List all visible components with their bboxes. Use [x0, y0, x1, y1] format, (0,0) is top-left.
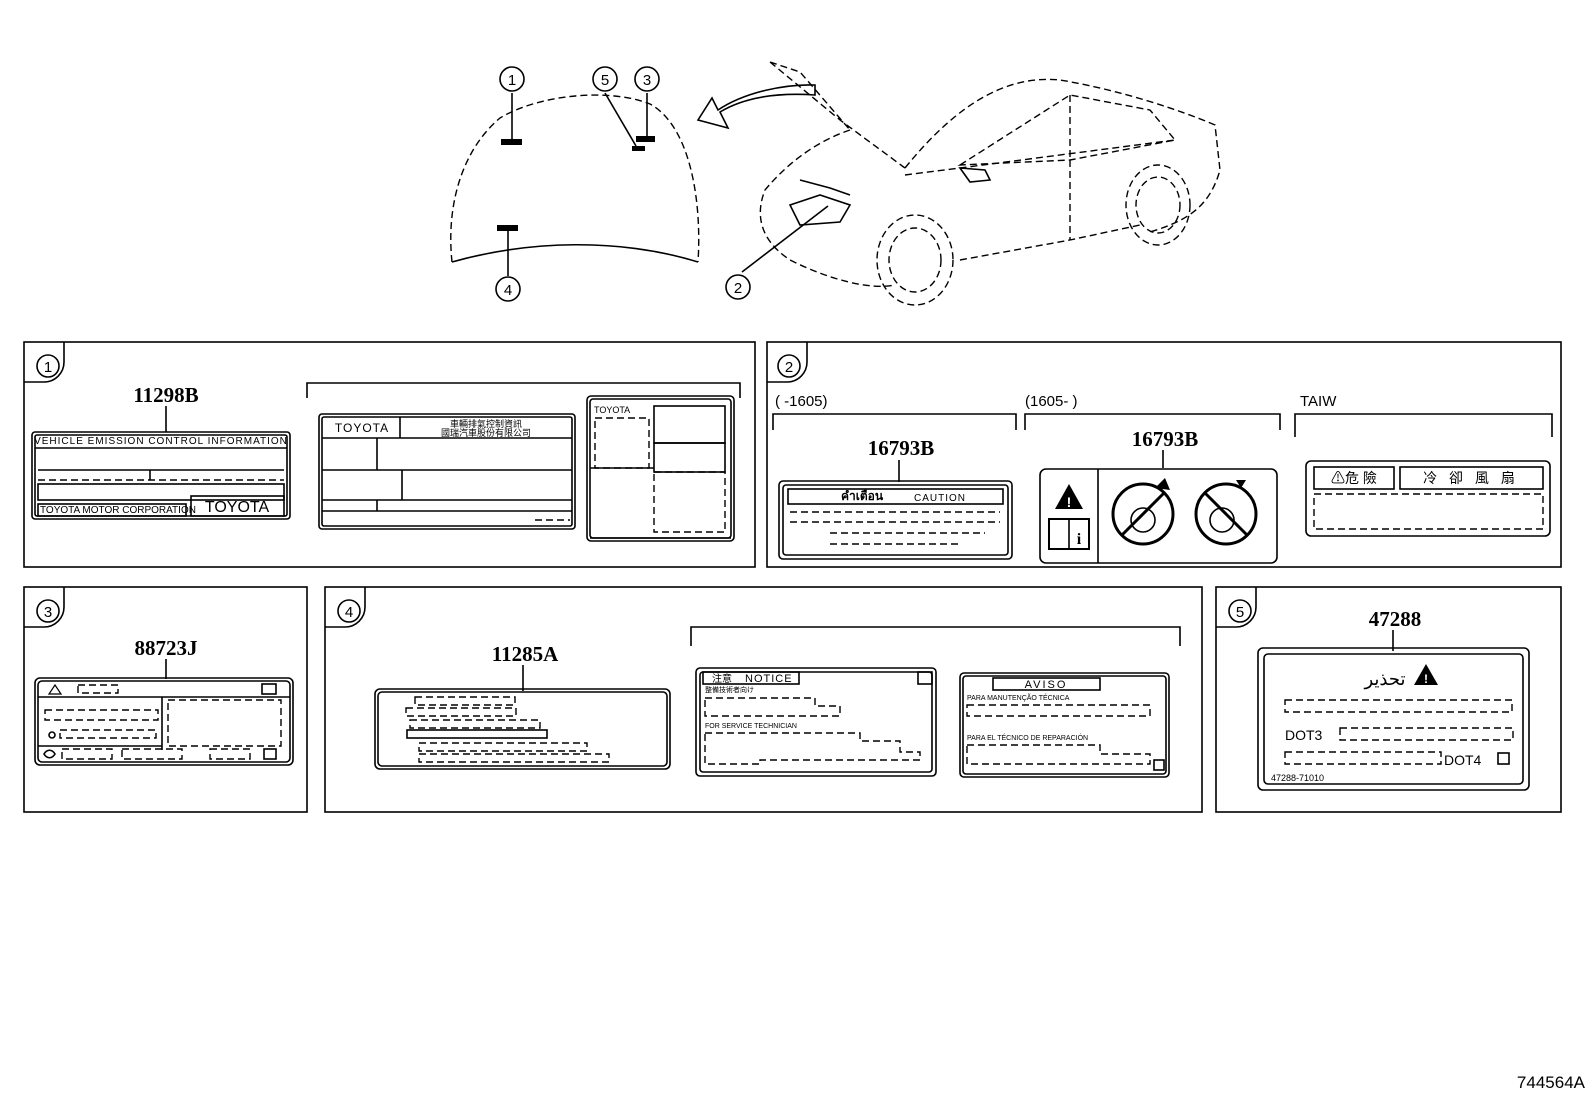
range-label-1: ( -1605)	[775, 393, 828, 410]
svg-text:整備技術者向け: 整備技術者向け	[705, 685, 754, 694]
svg-text:TOYOTA: TOYOTA	[335, 421, 389, 435]
warning-triangle-icon	[1414, 664, 1438, 685]
part-number-11285A: 11285A	[492, 642, 559, 666]
hood-label-mark-1	[501, 139, 522, 145]
hood-label-mark-5	[632, 146, 645, 151]
part-number-47288: 47288	[1369, 607, 1422, 631]
svg-text:4: 4	[504, 282, 512, 299]
range-label-taiw: TAIW	[1300, 393, 1337, 410]
no-hand-fan-icon	[1111, 478, 1175, 546]
hood-arrow	[696, 84, 816, 130]
diagram-id: 744564A	[1517, 1073, 1586, 1092]
toyota-info-label: TOYOTA	[586, 395, 735, 542]
car-illustration	[741, 61, 1221, 306]
taiwan-emission-label: TOYOTA 車輛排氣控制資訊 國瑞汽車股份有限公司	[318, 413, 576, 530]
fan-warning-pictogram-label: ! i	[1039, 468, 1278, 564]
svg-text:注意: 注意	[712, 672, 732, 685]
panel-4-number: 4	[345, 604, 353, 621]
ac-info-label	[34, 677, 294, 766]
svg-text:TOYOTA MOTOR CORPORATION: TOYOTA MOTOR CORPORATION	[40, 505, 196, 516]
svg-text:คำเตือน: คำเตือน	[841, 489, 884, 503]
no-tool-fan-icon	[1194, 480, 1258, 546]
dot4-text: DOT4	[1444, 752, 1482, 768]
dot3-text: DOT3	[1285, 727, 1323, 743]
svg-text:⚠危 險: ⚠危 險	[1331, 470, 1377, 486]
svg-text:FOR SERVICE TECHNICIAN: FOR SERVICE TECHNICIAN	[705, 723, 797, 730]
svg-text:i: i	[1077, 531, 1082, 548]
part-number-88723J: 88723J	[135, 636, 198, 660]
panel-5-number: 5	[1236, 604, 1244, 621]
panel-4: 4 11285A 注意 NOTICE 整備技術者向け FOR SERVIC	[324, 586, 1203, 813]
part-number-16793B-b: 16793B	[1132, 427, 1199, 451]
svg-text:!: !	[1424, 672, 1428, 686]
svg-text:1: 1	[508, 72, 516, 89]
svg-text:國瑞汽車股份有限公司: 國瑞汽車股份有限公司	[441, 427, 531, 438]
svg-text:冷 卻 風 扇: 冷 卻 風 扇	[1423, 470, 1519, 486]
panel-3: 3 88723J	[23, 586, 308, 813]
aviso-label: AVISO PARA MANUTENÇÃO TÉCNICA PARA EL TÉ…	[959, 672, 1170, 778]
thai-caution-label: คำเตือน CAUTION	[778, 480, 1013, 560]
svg-text:AVISO: AVISO	[1025, 679, 1068, 691]
svg-text:5: 5	[601, 72, 609, 89]
panel-1: 1 11298B VEHICLE EMISSION CONTROL INFORM…	[23, 341, 756, 568]
warning-triangle-icon	[1055, 484, 1083, 509]
svg-text:PARA EL TÉCNICO DE REPARACIÓN: PARA EL TÉCNICO DE REPARACIÓN	[967, 733, 1088, 742]
panel-2: 2 ( -1605) (1605- ) TAIW 16793B 16793B ค…	[766, 341, 1562, 568]
callout-1: 1	[499, 66, 525, 92]
taiw-cooling-fan-label: ⚠危 險 冷 卻 風 扇	[1305, 460, 1551, 537]
callout-4: 4	[495, 276, 521, 302]
svg-text:PARA MANUTENÇÃO TÉCNICA: PARA MANUTENÇÃO TÉCNICA	[967, 693, 1070, 702]
svg-text:3: 3	[643, 72, 651, 89]
part-number-11298B: 11298B	[133, 383, 198, 407]
svg-text:車輛排氣控制資訊: 車輛排氣控制資訊	[450, 418, 522, 429]
svg-text:TOYOTA: TOYOTA	[205, 499, 270, 516]
svg-text:2: 2	[734, 280, 742, 297]
svg-text:VEHICLE EMISSION CONTROL INFOR: VEHICLE EMISSION CONTROL INFORMATION	[34, 436, 288, 447]
hood-illustration	[450, 92, 700, 276]
part-code: 47288-71010	[1271, 773, 1324, 783]
brake-fluid-label: تحذير ! DOT3 DOT4 47288-71010	[1257, 647, 1530, 791]
panel-3-number: 3	[44, 604, 52, 621]
callout-3: 3	[634, 66, 660, 92]
engine-info-label	[374, 688, 671, 770]
svg-text:TOYOTA: TOYOTA	[594, 405, 630, 415]
svg-text:CAUTION: CAUTION	[914, 493, 966, 504]
hood-label-mark-3	[636, 136, 655, 142]
panel-1-number: 1	[44, 359, 52, 376]
callout-2: 2	[725, 274, 751, 300]
arabic-warning-text: تحذير	[1363, 669, 1405, 690]
notice-label: 注意 NOTICE 整備技術者向け FOR SERVICE TECHNICIAN	[695, 667, 937, 777]
callout-5: 5	[592, 66, 618, 92]
panel-2-number: 2	[785, 359, 793, 376]
range-label-2: (1605- )	[1025, 393, 1078, 410]
part-number-16793B-a: 16793B	[868, 436, 935, 460]
svg-text:!: !	[1067, 494, 1072, 510]
panel-5: 5 47288 تحذير ! DOT3 DOT4 47288-71010	[1215, 586, 1562, 813]
hood-label-mark-4	[497, 225, 518, 231]
svg-text:NOTICE: NOTICE	[745, 673, 793, 685]
emission-label: VEHICLE EMISSION CONTROL INFORMATION TOY…	[31, 431, 291, 520]
